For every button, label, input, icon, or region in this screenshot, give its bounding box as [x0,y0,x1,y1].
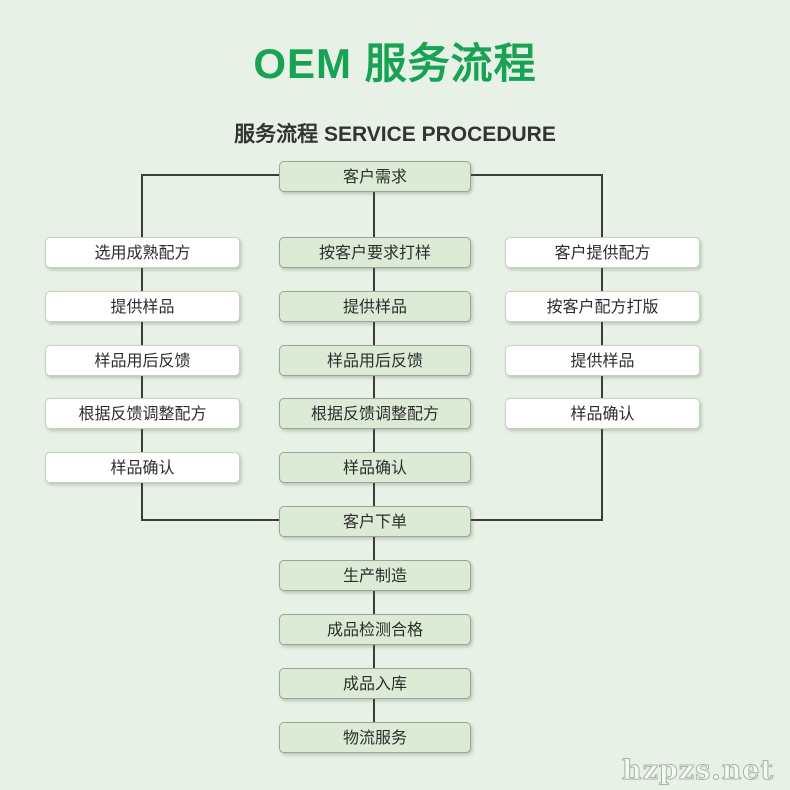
flow-box-middle-step-4: 根据反馈调整配方 [279,398,471,429]
flow-box-tail-step-2: 成品检测合格 [279,614,471,645]
flow-box-middle-step-1: 按客户要求打样 [279,237,471,268]
page-title: OEM 服务流程 [253,40,537,87]
flow-box-tail-step-1: 生产制造 [279,560,471,591]
flow-box-left-step-3: 样品用后反馈 [45,345,240,376]
flow-box-start-customer-demand: 客户需求 [279,161,471,192]
flow-box-left-step-2: 提供样品 [45,291,240,322]
flow-box-middle-step-2: 提供样品 [279,291,471,322]
flow-box-middle-step-3: 样品用后反馈 [279,345,471,376]
flow-box-right-step-3: 提供样品 [505,345,700,376]
flow-box-left-step-5: 样品确认 [45,452,240,483]
flow-box-tail-step-4: 物流服务 [279,722,471,753]
section-subtitle: 服务流程 SERVICE PROCEDURE [234,123,556,146]
flow-box-left-step-4: 根据反馈调整配方 [45,398,240,429]
flow-box-left-step-1: 选用成熟配方 [45,237,240,268]
flow-box-middle-step-5: 样品确认 [279,452,471,483]
flow-box-right-step-4: 样品确认 [505,398,700,429]
watermark: hzpzs.net [621,755,774,787]
flow-box-right-step-1: 客户提供配方 [505,237,700,268]
flow-box-tail-step-3: 成品入库 [279,668,471,699]
flow-box-merge-customer-order: 客户下单 [279,506,471,537]
flow-box-right-step-2: 按客户配方打版 [505,291,700,322]
